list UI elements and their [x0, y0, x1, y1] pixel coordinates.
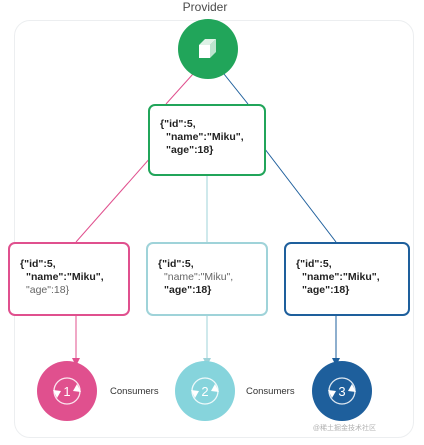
record-line-id: {"id":5,: [160, 118, 196, 130]
age-key: "age": [302, 284, 331, 296]
record-line-name: "name":"Miku",: [160, 131, 264, 144]
consumer-2-refresh-icon: [175, 361, 235, 421]
name-value: :"Miku",: [197, 271, 234, 283]
consumer-3-refresh-icon: [312, 361, 372, 421]
record-line-age: "age":18}: [158, 284, 266, 297]
record-line-name: "name":"Miku",: [158, 271, 266, 284]
link-provider-to-record-left: [165, 73, 194, 105]
name-value: :"Miku",: [63, 271, 104, 283]
provider-title: Provider: [182, 0, 228, 14]
name-key: "name": [164, 271, 198, 283]
age-value: :18}: [192, 284, 212, 296]
name-value: :"Miku",: [339, 271, 380, 283]
provider-icon: [178, 19, 238, 79]
consumer-2-badge: 2: [201, 384, 208, 399]
consumer-3-record: {"id":5, "name":"Miku", "age":18}: [284, 242, 410, 316]
consumer-1-record: {"id":5, "name":"Miku", "age":18}: [8, 242, 130, 316]
age-value: :18}: [50, 284, 70, 296]
name-key: "name": [302, 271, 340, 283]
record-line-id: {"id":5,: [296, 258, 332, 270]
record-line-id: {"id":5,: [158, 258, 194, 270]
name-key: "name": [26, 271, 64, 283]
age-key: "age": [164, 284, 193, 296]
record-line-age: "age":18}: [160, 144, 264, 157]
record-line-name: "name":"Miku",: [20, 271, 128, 284]
consumer-2-record: {"id":5, "name":"Miku", "age":18}: [146, 242, 268, 316]
consumer-3-badge: 3: [338, 384, 345, 399]
age-key: "age": [26, 284, 51, 296]
record-line-age: "age":18}: [296, 284, 408, 297]
age-value: :18}: [194, 144, 214, 156]
age-value: :18}: [330, 284, 350, 296]
provider-record: {"id":5, "name":"Miku", "age":18}: [148, 104, 266, 176]
name-value: :"Miku",: [203, 131, 244, 143]
consumer-1-refresh-icon: [37, 361, 97, 421]
record-line-name: "name":"Miku",: [296, 271, 408, 284]
record-line-id: {"id":5,: [20, 258, 56, 270]
link-provider-to-record-right: [223, 73, 249, 105]
record-line-age: "age":18}: [20, 284, 128, 297]
consumers-label-1: Consumers: [110, 386, 159, 397]
watermark: @稀土掘金技术社区: [312, 425, 376, 432]
age-key: "age": [166, 144, 195, 156]
consumer-1-badge: 1: [63, 384, 70, 399]
link-record-to-consumer-3: [257, 139, 337, 243]
name-key: "name": [166, 131, 204, 143]
arrow-consumer-1: [72, 358, 80, 366]
consumers-label-2: Consumers: [246, 386, 295, 397]
